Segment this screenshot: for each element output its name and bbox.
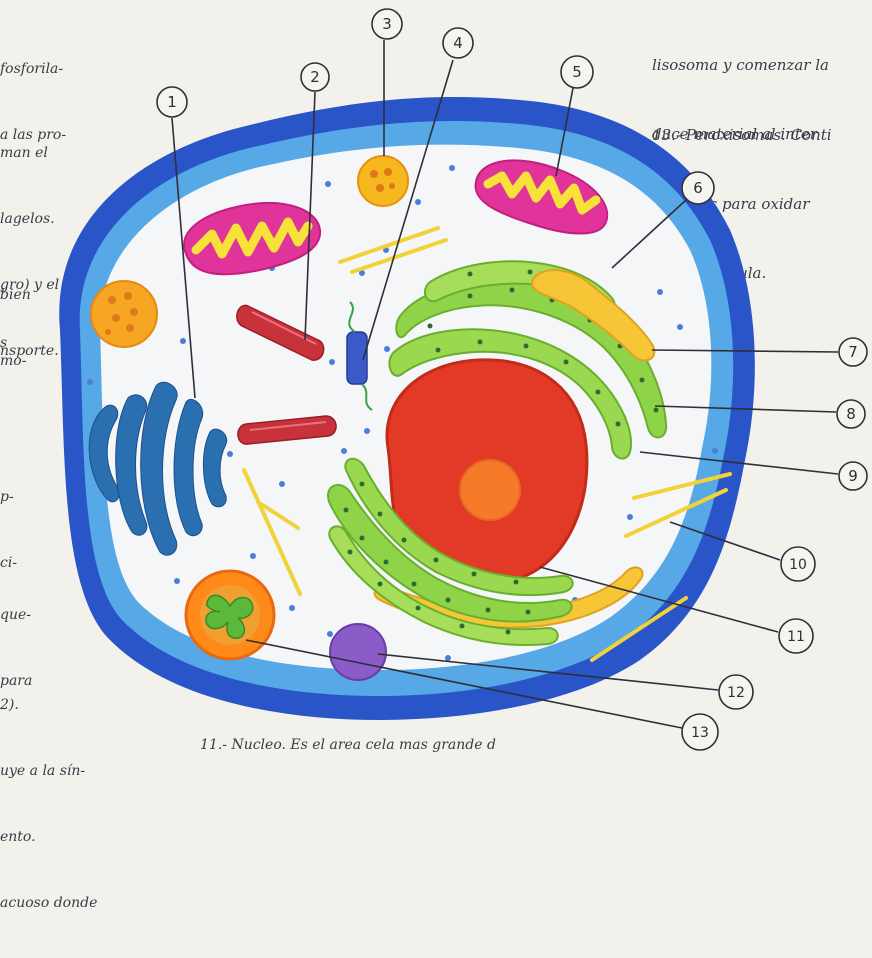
cell-drawing — [0, 0, 872, 754]
cell-diagram-page: fosforila- a las pro- man el lagelos. gr… — [0, 0, 872, 754]
peroxisome — [330, 624, 386, 680]
left-note-line: ento. — [0, 826, 97, 848]
lysosome-top — [358, 156, 408, 206]
nucleolus — [460, 460, 520, 520]
chloroplast-like-organelle — [186, 571, 274, 659]
left-note-line: uye a la sín- — [0, 760, 97, 782]
left-note-line: acuoso donde — [0, 892, 97, 914]
lysosome-left — [91, 281, 157, 347]
